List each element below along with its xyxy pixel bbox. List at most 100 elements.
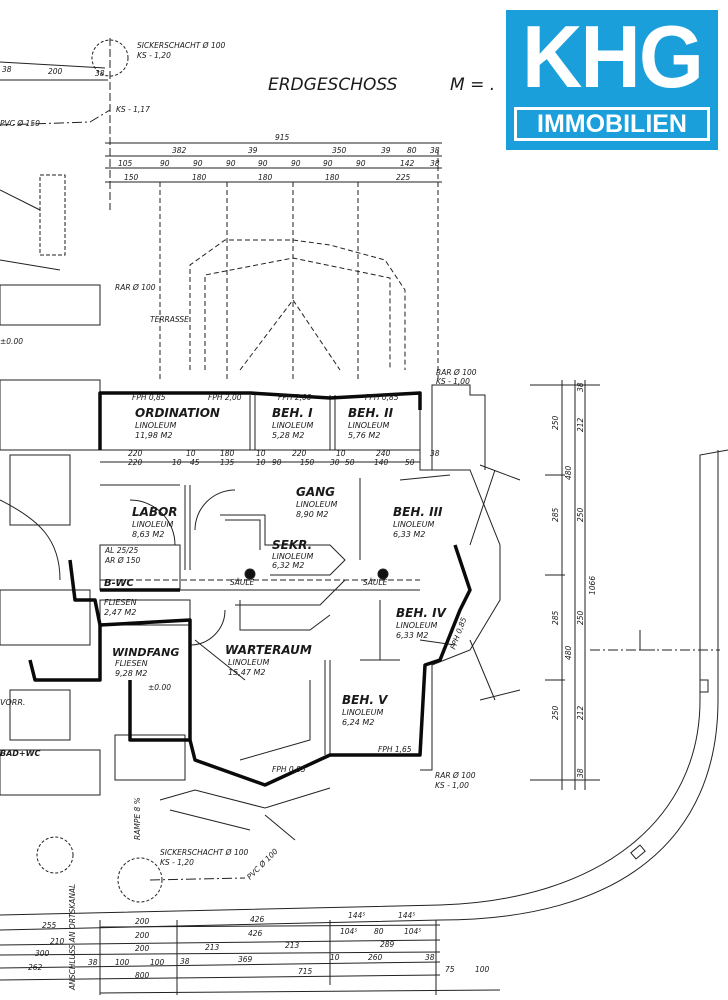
note-ar: AR Ø 150: [104, 556, 141, 565]
room-beh2-area: 5,76 M2: [348, 431, 380, 440]
dimension-label: 220: [292, 449, 307, 458]
dimension-label: 180: [192, 173, 207, 182]
dimension-label: 10: [256, 458, 266, 467]
dimension-label: 480: [564, 645, 573, 660]
dimension-label: 255: [42, 921, 57, 930]
dimension-label: 715: [298, 967, 313, 976]
dimension-label: 38: [2, 65, 12, 74]
seepage-shaft-top: [91, 39, 129, 77]
dimension-label: 39: [381, 146, 391, 155]
dimension-label: 104⁵: [340, 927, 357, 936]
dimension-label: 135: [220, 458, 235, 467]
room-labor-floor: LINOLEUM: [132, 520, 173, 529]
dimension-label: 90: [272, 458, 282, 467]
room-beh1-name: BEH. I: [272, 406, 313, 420]
dimension-label: 915: [275, 133, 290, 142]
room-beh1-area: 5,28 M2: [272, 431, 304, 440]
room-sekr-area: 6,32 M2: [272, 561, 304, 570]
note-ks-bottom: KS - 1,20: [160, 858, 194, 867]
khg-immobilien-logo: KHG IMMOBILIEN: [506, 10, 718, 150]
logo-sub-text: IMMOBILIEN: [514, 107, 710, 141]
note-fph-2: FPH 2,00: [208, 393, 242, 402]
dimension-label: 260: [368, 953, 383, 962]
seepage-shaft-left: [36, 836, 74, 874]
note-sickerschacht-top: SICKERSCHACHT Ø 100: [137, 41, 226, 50]
room-beh4-name: BEH. IV: [396, 606, 448, 620]
dimension-label: 300: [35, 949, 50, 958]
room-windfang-floor: FLIESEN: [115, 659, 148, 668]
note-ks-right-top: KS - 1,00: [436, 377, 470, 386]
room-beh1-floor: LINOLEUM: [272, 421, 313, 430]
dimension-label: 90: [193, 159, 203, 168]
dimension-label: 10: [172, 458, 182, 467]
plan-title: ERDGESCHOSS: [268, 75, 398, 95]
note-fph-4: FPH 0,85: [365, 393, 399, 402]
dimension-label: 180: [325, 173, 340, 182]
room-beh2-name: BEH. II: [348, 406, 394, 420]
dimension-label: 220: [128, 449, 143, 458]
dimension-label: 100: [115, 958, 130, 967]
dimension-label: 90: [160, 159, 170, 168]
dimension-label: 144⁵: [398, 911, 415, 920]
dimension-label: 38: [180, 957, 190, 966]
note-level-left: ±0.00: [0, 337, 23, 346]
dimension-label: 220: [128, 458, 143, 467]
room-labor-name: LABOR: [132, 505, 178, 519]
right-dimensions: 250 285 285 250 480 480 38 212 250 250 2…: [551, 382, 597, 778]
dimension-label: 200: [135, 931, 150, 940]
dimension-label: 80: [407, 146, 417, 155]
room-beh2-floor: LINOLEUM: [348, 421, 389, 430]
room-beh5-name: BEH. V: [342, 693, 389, 707]
dimension-label: 38: [430, 159, 440, 168]
dimension-label: 426: [250, 915, 265, 924]
dimension-label: 144⁵: [348, 911, 365, 920]
seepage-shaft-bottom: [117, 857, 163, 903]
road-edge: [0, 449, 728, 916]
dimension-label: 38: [430, 146, 440, 155]
note-pvc: PVC Ø 150: [0, 119, 40, 128]
interior-walls: [100, 395, 456, 761]
dimension-label: 285: [551, 507, 560, 522]
room-bwc-area: 2,47 M2: [104, 608, 136, 617]
note-ks-right: KS - 1,00: [435, 781, 469, 790]
room-badwc-name: BAD+WC: [0, 749, 40, 758]
dimension-label: 104⁵: [404, 927, 421, 936]
note-terrasse: TERRASSE: [150, 315, 189, 324]
note-al: AL 25/25: [104, 546, 139, 555]
note-saule-2: SÄULE: [363, 578, 388, 587]
dimension-label: 350: [332, 146, 347, 155]
room-beh3-name: BEH. III: [393, 505, 443, 519]
room-bwc-name: B-WC: [104, 578, 134, 589]
dimension-label: 200: [48, 67, 63, 76]
dimension-label: 90: [291, 159, 301, 168]
dimension-label: 225: [396, 173, 411, 182]
note-ks-top: KS - 1,20: [137, 51, 171, 60]
dimension-label: 100: [150, 958, 165, 967]
note-pvc-bottom: PVC Ø 100: [245, 847, 280, 882]
dimension-label: 180: [258, 173, 273, 182]
dimension-label: 50: [345, 458, 355, 467]
dimension-label: 285: [551, 610, 560, 625]
room-ordination-area: 11,98 M2: [135, 431, 172, 440]
dimension-label: 100: [475, 965, 490, 974]
room-windfang-name: WINDFANG: [112, 646, 179, 659]
room-warteraum-floor: LINOLEUM: [228, 658, 269, 667]
room-sekr-floor: LINOLEUM: [272, 552, 313, 561]
dimension-label: 38: [430, 449, 440, 458]
bottom-dimensions: 200 426 144⁵ 144⁵ 200 426 104⁵ 80 104⁵ 2…: [28, 911, 490, 980]
dimension-label: 90: [356, 159, 366, 168]
dimension-label: 213: [205, 943, 220, 952]
dimension-label: 140: [374, 458, 389, 467]
note-rampe: RAMPE 8 %: [133, 797, 142, 840]
dimension-label: 38: [576, 382, 585, 392]
logo-main-text: KHG: [521, 7, 704, 106]
dimension-label: 800: [135, 971, 150, 980]
dimension-label: 10: [330, 953, 340, 962]
dimension-label: 289: [380, 940, 395, 949]
dimension-label: 30: [330, 458, 340, 467]
note-fph-3: FPH 2,00: [278, 393, 312, 402]
note-rar-right: RAR Ø 100: [435, 771, 476, 780]
room-vorr-name: VORR.: [0, 698, 25, 707]
plan-scale: M = .: [450, 75, 495, 95]
dimension-label: 142: [400, 159, 415, 168]
